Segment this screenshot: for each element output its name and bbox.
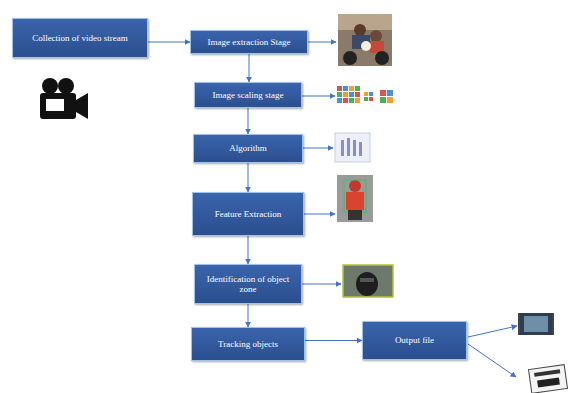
flow-arrow <box>248 304 249 327</box>
licence-plate-photo <box>529 365 568 393</box>
flow-arrow <box>305 340 362 341</box>
helmet-photo <box>343 265 393 297</box>
scaling-icon <box>337 86 393 103</box>
flow-arrow <box>249 54 250 82</box>
process-box: Identification of object zone <box>194 264 302 304</box>
process-box: Tracking objects <box>191 327 305 361</box>
flow-arrow <box>148 42 190 43</box>
box-label: Image extraction Stage <box>203 37 296 47</box>
process-box: Output file <box>362 321 467 360</box>
box-label: Algorithm <box>224 143 272 153</box>
flow-arrow <box>248 236 249 264</box>
box-label: Output file <box>390 335 439 345</box>
box-label: Feature Extraction <box>210 209 287 219</box>
feature-photo <box>337 175 373 222</box>
process-box: Image scaling stage <box>194 82 302 108</box>
video-thumbnail <box>518 313 554 335</box>
box-label: Tracking objects <box>213 339 283 349</box>
flow-arrow <box>248 163 249 192</box>
flow-arrow <box>248 108 249 134</box>
process-box: Collection of video stream <box>12 18 148 58</box>
image-arrows <box>302 42 517 377</box>
box-label: Collection of video stream <box>27 33 133 43</box>
algorithm-icon <box>335 133 370 162</box>
motorbike-photo <box>338 14 392 66</box>
process-box: Image extraction Stage <box>190 30 308 54</box>
process-box: Feature Extraction <box>192 192 304 236</box>
box-label: Identification of object zone <box>195 274 301 295</box>
camera-icon <box>40 78 88 119</box>
box-label: Image scaling stage <box>208 90 289 100</box>
process-box: Algorithm <box>193 134 303 163</box>
